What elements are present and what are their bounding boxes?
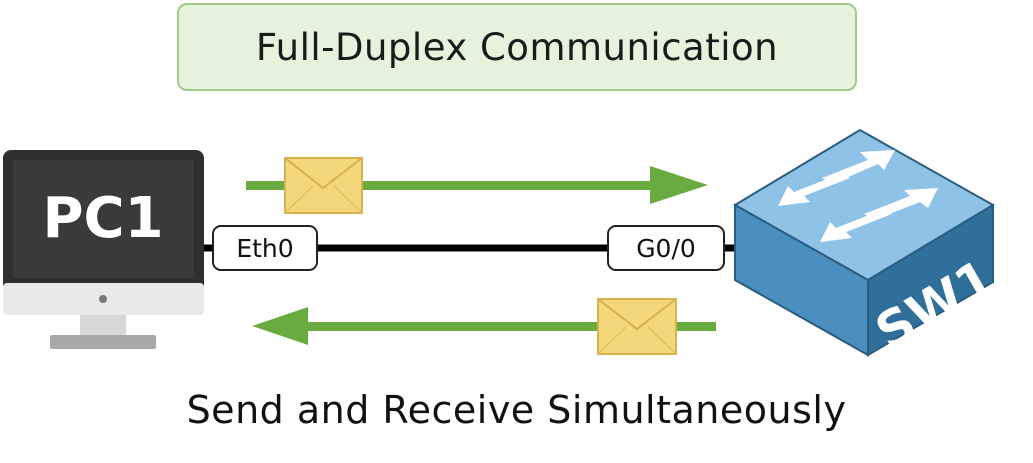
pc-label: PC1 bbox=[42, 186, 163, 251]
diagram-title: Full-Duplex Communication bbox=[177, 3, 857, 91]
switch-port-label: G0/0 bbox=[636, 234, 696, 263]
send-arrow bbox=[246, 166, 708, 204]
pc-port-badge bbox=[212, 225, 318, 271]
pc-port-label: Eth0 bbox=[236, 234, 293, 263]
receive-arrow bbox=[252, 307, 716, 345]
monitor-icon bbox=[3, 150, 204, 349]
envelope-icon bbox=[284, 157, 363, 214]
envelope-icon bbox=[597, 298, 677, 355]
diagram-caption: Send and Receive Simultaneously bbox=[186, 388, 847, 432]
switch-icon bbox=[733, 128, 995, 357]
switch-port-badge bbox=[607, 225, 725, 271]
